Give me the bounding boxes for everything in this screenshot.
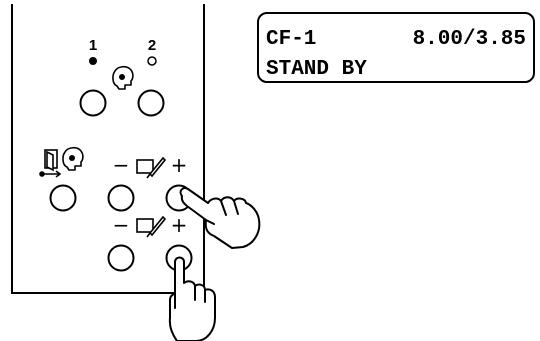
channel-2-button[interactable]: [137, 89, 165, 117]
upper-minus-label: −: [113, 153, 130, 177]
pressing-hand-icon-upper: [179, 187, 261, 249]
lower-minus-button[interactable]: [107, 244, 135, 272]
lcd-frame: [257, 12, 535, 83]
upper-minus-button[interactable]: [107, 184, 135, 212]
lcd-display: CF-1 8.00/3.85 STAND BY: [257, 12, 535, 83]
channel-1-led: [89, 57, 97, 65]
lcd-line1-left: CF-1: [266, 28, 316, 51]
channel-1-button[interactable]: [79, 89, 107, 117]
operator-head-icon-left: [62, 146, 84, 171]
pen-edit-icon-lower: [136, 215, 167, 238]
lcd-line2: STAND BY: [266, 58, 367, 81]
pressing-hand-icon-lower: [168, 256, 216, 341]
operator-head-icon: [112, 65, 134, 90]
lcd-line1-right: 8.00/3.85: [413, 28, 526, 51]
exit-button[interactable]: [49, 184, 77, 212]
lower-plus-label: +: [171, 213, 188, 237]
channel-2-label: 2: [148, 37, 156, 54]
door-exit-icon: [39, 149, 62, 178]
panel-outline: [11, 4, 205, 294]
pen-edit-icon-upper: [136, 156, 167, 179]
channel-2-led: [147, 56, 157, 66]
channel-1-label: 1: [89, 37, 97, 54]
upper-plus-label: +: [171, 153, 188, 177]
lower-minus-label: −: [113, 213, 130, 237]
